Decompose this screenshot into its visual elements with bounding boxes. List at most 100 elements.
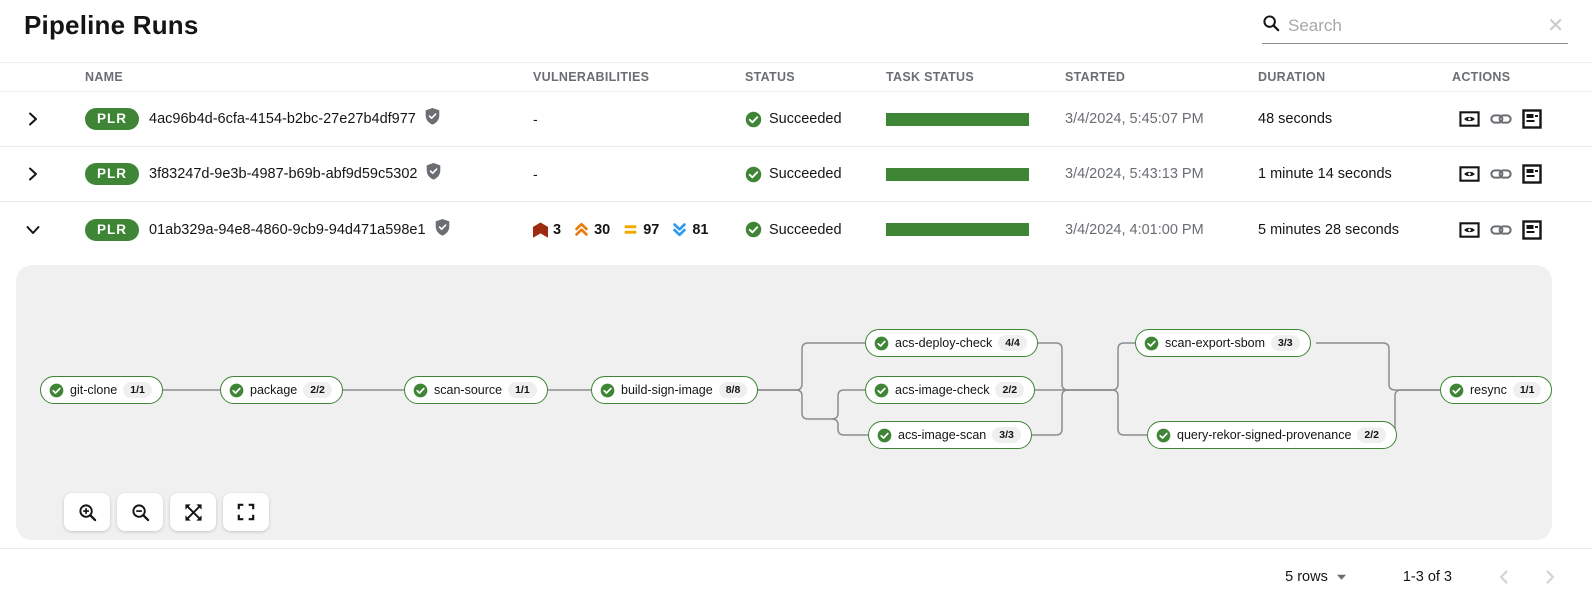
pipeline-run-link[interactable]: 4ac96b4d-6cfa-4154-b2bc-27e27b4df977 [149, 111, 416, 127]
status-label: Succeeded [769, 221, 842, 238]
actions-cell [1452, 219, 1592, 240]
task-node-scan-export-sbom[interactable]: scan-export-sbom 3/3 [1135, 329, 1311, 357]
row-expand-toggle[interactable] [21, 162, 45, 186]
view-icon[interactable] [1459, 220, 1480, 240]
zoom-in-icon [78, 503, 96, 521]
task-node-git-clone[interactable]: git-clone 1/1 [40, 376, 163, 404]
succeeded-check-icon [745, 166, 762, 182]
plr-badge: PLR [85, 108, 139, 130]
task-step-count: 2/2 [1357, 427, 1387, 443]
medium-severity: 97 [623, 222, 659, 238]
caret-down-icon [1336, 574, 1346, 580]
task-label: resync [1470, 383, 1507, 397]
critical-severity-icon [533, 222, 548, 237]
plr-badge: PLR [85, 163, 139, 185]
chevron-right-icon [29, 112, 37, 126]
task-label: scan-export-sbom [1165, 336, 1266, 350]
task-status-bar [886, 112, 1029, 126]
high-count: 30 [594, 221, 611, 238]
task-step-count: 1/1 [123, 382, 152, 398]
logs-icon[interactable] [1522, 219, 1542, 240]
fullscreen-icon [237, 503, 255, 521]
task-label: acs-deploy-check [895, 336, 993, 350]
task-label: query-rekor-signed-provenance [1177, 428, 1352, 442]
search-clear-icon[interactable]: ✕ [1543, 16, 1568, 36]
status-cell: Succeeded [745, 111, 886, 128]
column-header-started[interactable]: STARTED [1065, 70, 1126, 84]
low-severity: 81 [672, 222, 709, 238]
task-succeeded-icon [874, 336, 889, 350]
fit-to-screen-icon [184, 503, 202, 521]
next-page-button[interactable] [1538, 565, 1562, 589]
zoom-out-icon [131, 503, 149, 521]
task-step-count: 2/2 [303, 382, 332, 398]
column-header-duration[interactable]: DURATION [1258, 70, 1326, 84]
chevron-right-icon [29, 167, 37, 181]
search-input[interactable] [1288, 15, 1536, 36]
column-header-vulnerabilities[interactable]: VULNERABILITIES [533, 70, 650, 84]
task-label: scan-source [434, 383, 503, 397]
started-timestamp: 3/4/2024, 5:43:13 PM [1065, 166, 1204, 182]
zoom-in-button[interactable] [64, 493, 110, 531]
actions-cell [1452, 109, 1592, 129]
view-icon[interactable] [1459, 164, 1480, 184]
page-title: Pipeline Runs [24, 10, 199, 40]
link-icon[interactable] [1490, 109, 1512, 129]
table-header: NAME VULNERABILITIES STATUS TASK STATUS … [0, 62, 1592, 92]
task-node-acs-deploy-check[interactable]: acs-deploy-check 4/4 [865, 329, 1038, 357]
medium-severity-icon [624, 225, 637, 234]
task-node-resync[interactable]: resync 1/1 [1440, 376, 1553, 404]
signed-shield-icon [425, 162, 442, 186]
link-icon[interactable] [1490, 220, 1512, 240]
task-node-acs-image-scan[interactable]: acs-image-scan 3/3 [868, 421, 1032, 449]
view-icon[interactable] [1459, 109, 1480, 129]
status-label: Succeeded [769, 111, 842, 127]
actions-cell [1452, 164, 1592, 184]
task-node-query-rekor-signed-provenance[interactable]: query-rekor-signed-provenance 2/2 [1147, 421, 1398, 449]
task-succeeded-icon [877, 428, 892, 442]
pipeline-run-link[interactable]: 01ab329a-94e8-4860-9cb9-94d471a598e1 [149, 221, 426, 238]
status-cell: Succeeded [745, 166, 886, 183]
row-collapse-toggle[interactable] [21, 218, 45, 242]
previous-page-button[interactable] [1492, 565, 1516, 589]
link-icon[interactable] [1490, 164, 1512, 184]
duration-value: 48 seconds [1258, 111, 1333, 127]
duration-value: 5 minutes 28 seconds [1258, 221, 1400, 238]
rows-per-page-select[interactable]: 5 rows [1285, 569, 1347, 585]
row-expand-toggle[interactable] [21, 107, 45, 131]
zoom-out-button[interactable] [117, 493, 163, 531]
pipeline-run-link[interactable]: 3f83247d-9e3b-4987-b69b-abf9d59c5302 [149, 166, 418, 182]
succeeded-check-icon [745, 111, 762, 127]
logs-icon[interactable] [1522, 164, 1542, 184]
high-severity: 30 [574, 222, 610, 238]
column-header-status[interactable]: STATUS [745, 70, 795, 84]
task-node-build-sign-image[interactable]: build-sign-image 8/8 [591, 376, 759, 404]
task-label: git-clone [70, 383, 118, 397]
chevron-down-icon [26, 225, 40, 234]
graph-controls [64, 493, 269, 531]
task-node-package[interactable]: package 2/2 [220, 376, 343, 404]
task-node-acs-image-check[interactable]: acs-image-check 2/2 [865, 376, 1036, 404]
table-row: PLR 01ab329a-94e8-4860-9cb9-94d471a598e1… [0, 202, 1592, 257]
succeeded-check-icon [745, 221, 762, 238]
pipeline-visualization-panel: git-clone 1/1 package 2/2 scan-source 1/… [16, 265, 1553, 540]
task-succeeded-icon [874, 383, 889, 397]
pipeline-edges [155, 342, 1440, 436]
task-step-count: 1/1 [1512, 382, 1542, 398]
logs-icon[interactable] [1522, 109, 1542, 129]
fullscreen-button[interactable] [223, 493, 269, 531]
column-header-name[interactable]: NAME [85, 70, 124, 84]
task-succeeded-icon [413, 383, 428, 397]
task-succeeded-icon [1449, 383, 1464, 397]
task-node-scan-source[interactable]: scan-source 1/1 [404, 376, 548, 404]
task-step-count: 3/3 [1271, 335, 1300, 351]
high-severity-icon [575, 222, 588, 236]
task-status-bar [886, 167, 1029, 181]
fit-to-screen-button[interactable] [170, 493, 216, 531]
task-step-count: 1/1 [508, 382, 537, 398]
started-timestamp: 3/4/2024, 4:01:00 PM [1065, 221, 1204, 238]
task-succeeded-icon [1144, 336, 1159, 350]
column-header-task-status[interactable]: TASK STATUS [886, 70, 975, 84]
status-cell: Succeeded [745, 221, 886, 238]
